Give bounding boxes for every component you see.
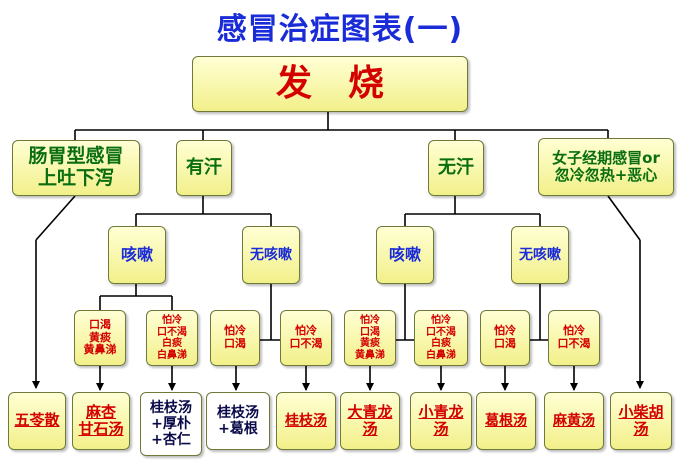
symptom-chill-white-phlegm: 怕冷 口不渴 白痰 白鼻涕 <box>146 310 198 366</box>
node-sweat-no-cough: 无咳嗽 <box>242 226 300 284</box>
root-node-fever: 发 烧 <box>192 56 468 112</box>
remedy-label: 葛根汤 <box>485 412 527 429</box>
remedy-label: 桂枝汤 +葛根 <box>217 404 259 437</box>
symptom-chill-no-thirst-white-phlegm: 怕冷 口不渴 白痰 白鼻涕 <box>414 310 468 366</box>
node-label: 无咳嗽 <box>519 246 561 263</box>
remedy-mahuang-tang: 麻黄汤 <box>544 392 604 450</box>
remedy-label: 小青龙 汤 <box>418 402 464 438</box>
remedy-guizhi-tang: 桂枝汤 <box>276 392 336 450</box>
node-label: 咳嗽 <box>388 244 421 264</box>
symptom-label: 怕冷 口渴 <box>494 324 516 350</box>
node-label: 无咳嗽 <box>250 246 292 263</box>
node-nosweat-no-cough: 无咳嗽 <box>511 226 569 284</box>
node-sweat-cough: 咳嗽 <box>108 226 166 284</box>
node-label: 有汗 <box>186 156 222 178</box>
symptom-chill-no-thirst-2: 怕冷 口不渴 <box>548 310 600 366</box>
node-women-period-cold: 女子经期感冒or 忽冷忽热+恶心 <box>538 138 674 196</box>
symptom-label: 怕冷 口不渴 <box>557 324 591 350</box>
remedy-wuling-san: 五苓散 <box>8 392 66 450</box>
remedy-label: 麻黄汤 <box>553 412 595 429</box>
symptom-label: 怕冷 口渴 <box>224 324 246 350</box>
symptom-chill-no-thirst: 怕冷 口不渴 <box>280 310 332 366</box>
remedy-label: 大青龙 汤 <box>347 402 393 438</box>
remedy-maxing-ganshi-tang: 麻杏 甘石汤 <box>72 392 130 450</box>
symptom-label: 怕冷 口不渴 <box>289 324 323 350</box>
root-label: 发 烧 <box>275 63 384 105</box>
node-label: 无汗 <box>438 156 474 178</box>
remedy-guizhi-gegen: 桂枝汤 +葛根 <box>206 392 270 450</box>
remedy-da-qinglong-tang: 大青龙 汤 <box>340 392 400 450</box>
remedy-label: 桂枝汤 <box>285 412 327 429</box>
node-label: 女子经期感冒or 忽冷忽热+恶心 <box>552 148 660 184</box>
remedy-label: 桂枝汤 +厚朴 +杏仁 <box>150 399 192 449</box>
symptom-label: 怕冷 口渴 黄痰 黄鼻涕 <box>355 315 385 361</box>
remedy-label: 麻杏 甘石汤 <box>78 402 124 438</box>
node-label: 咳嗽 <box>120 244 153 264</box>
symptom-label: 口渴 黄痰 黄鼻涕 <box>83 318 117 357</box>
node-gastro-cold: 肠胃型感冒 上吐下泻 <box>12 140 140 196</box>
remedy-xiao-qinglong-tang: 小青龙 汤 <box>410 392 472 450</box>
remedy-guizhi-houpu-xingren: 桂枝汤 +厚朴 +杏仁 <box>140 392 202 456</box>
remedy-gegen-tang: 葛根汤 <box>476 392 536 450</box>
node-with-sweat: 有汗 <box>176 140 232 196</box>
node-no-sweat: 无汗 <box>428 140 484 196</box>
remedy-label: 小柴胡 汤 <box>618 402 664 438</box>
symptom-chill-thirst-2: 怕冷 口渴 <box>480 310 530 366</box>
remedy-label: 五苓散 <box>14 411 60 430</box>
symptom-label: 怕冷 口不渴 白痰 白鼻涕 <box>157 315 187 361</box>
symptom-label: 怕冷 口不渴 白痰 白鼻涕 <box>426 315 456 361</box>
chart-title: 感冒治症图表(一) <box>216 12 464 47</box>
symptom-thirst-yellow-phlegm: 口渴 黄痰 黄鼻涕 <box>74 310 126 366</box>
node-nosweat-cough: 咳嗽 <box>376 226 434 284</box>
symptom-chill-thirst: 怕冷 口渴 <box>210 310 260 366</box>
symptom-chill-thirst-yellow-phlegm: 怕冷 口渴 黄痰 黄鼻涕 <box>344 310 396 366</box>
remedy-xiao-chaihu-tang: 小柴胡 汤 <box>610 392 672 450</box>
node-label: 肠胃型感冒 上吐下泻 <box>28 145 124 189</box>
